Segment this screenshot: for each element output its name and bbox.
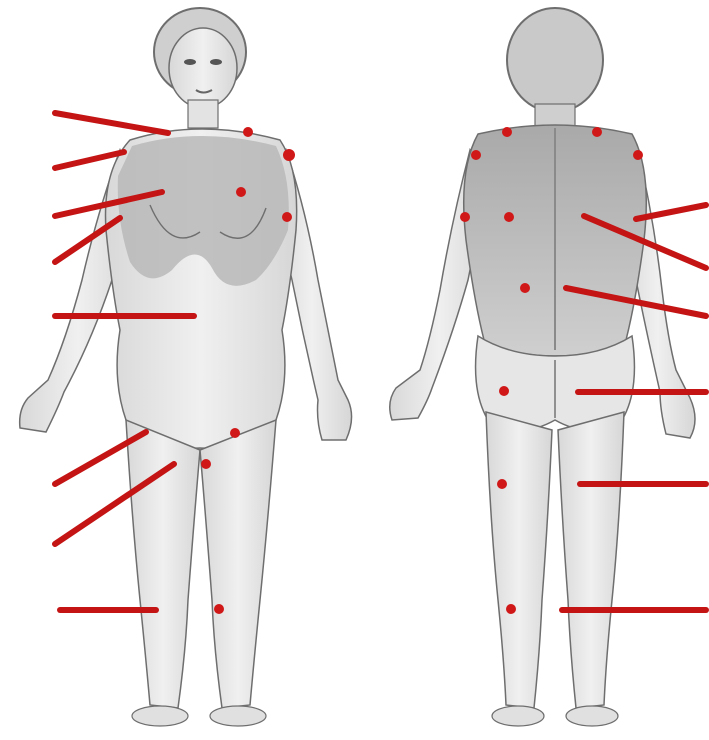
back-body-figure (390, 8, 695, 726)
marker-back-scapula-right (504, 212, 514, 222)
marker-back-shoulder-right (592, 127, 602, 137)
marker-front-shoulder (283, 149, 295, 161)
leader-line-front-neck (55, 113, 168, 133)
marker-back-thigh (497, 479, 507, 489)
back-foot-right (566, 706, 618, 726)
marker-front-thigh-inner (230, 428, 240, 438)
marker-back-lower-back (520, 283, 530, 293)
front-eye-right (210, 59, 222, 65)
front-eye-left (184, 59, 196, 65)
marker-back-buttock (499, 386, 509, 396)
back-leg-left (486, 412, 552, 708)
marker-front-upper-arm (282, 212, 292, 222)
marker-front-neck (243, 127, 253, 137)
marker-back-upper-arm-left (471, 150, 481, 160)
marker-front-knee (214, 604, 224, 614)
marker-front-thigh-lower (201, 459, 211, 469)
marker-back-upper-arm-right (633, 150, 643, 160)
marker-back-calf (506, 604, 516, 614)
front-leg-left (126, 420, 200, 708)
back-head (507, 8, 603, 112)
front-leg-right (200, 420, 276, 708)
back-leg-right (558, 412, 624, 708)
marker-back-scapula-left (460, 212, 470, 222)
front-neck (188, 100, 218, 128)
marker-front-chest (236, 187, 246, 197)
back-foot-left (492, 706, 544, 726)
front-foot-left (132, 706, 188, 726)
front-foot-right (210, 706, 266, 726)
front-face (169, 28, 237, 108)
marker-back-shoulder-left (502, 127, 512, 137)
